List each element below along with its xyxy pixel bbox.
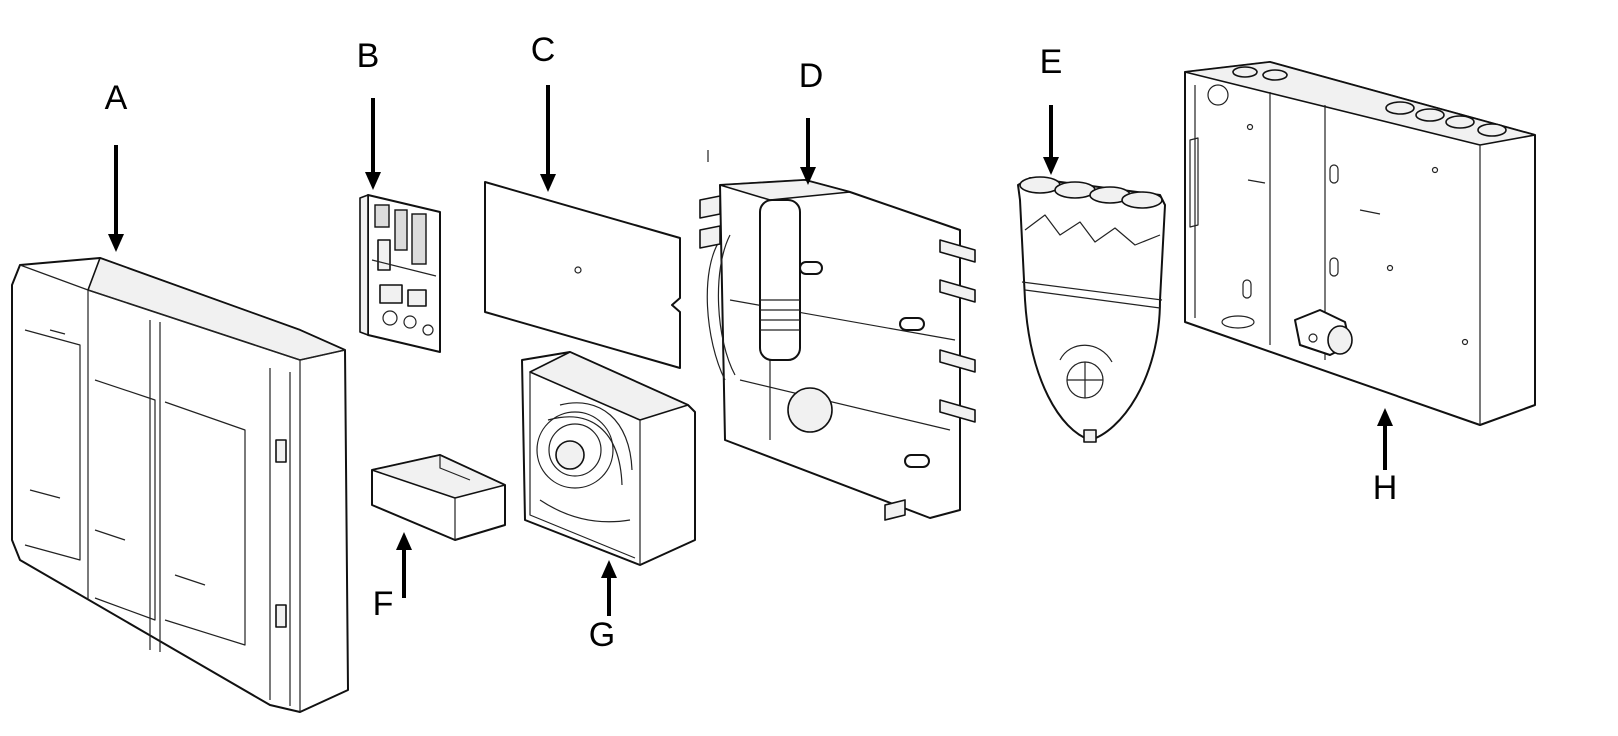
arrow-d-head	[800, 167, 816, 185]
arrow-g-head	[601, 560, 617, 578]
label-c: C	[531, 31, 556, 69]
arrow-group	[108, 85, 1393, 616]
part-g-sounder-base	[521, 351, 696, 566]
part-b-circuit-board	[359, 194, 441, 353]
arrow-h-head	[1377, 408, 1393, 426]
part-e-tube-holder	[1017, 176, 1166, 443]
part-c-plate	[484, 181, 681, 369]
label-h: H	[1373, 469, 1398, 507]
part-a-front-cover	[11, 257, 349, 713]
part-d-chassis	[699, 150, 976, 521]
label-f: F	[373, 585, 394, 623]
arrow-f-head	[396, 532, 412, 550]
arrow-b-head	[365, 172, 381, 190]
part-f-block	[371, 454, 506, 541]
arrow-c-head	[540, 174, 556, 192]
label-b: B	[357, 37, 380, 75]
label-g: G	[589, 616, 615, 654]
arrow-a-head	[108, 234, 124, 252]
label-a: A	[105, 79, 128, 117]
label-d: D	[799, 57, 824, 95]
part-h-back-box	[1184, 61, 1536, 426]
label-e: E	[1040, 43, 1063, 81]
arrow-e-head	[1043, 157, 1059, 175]
